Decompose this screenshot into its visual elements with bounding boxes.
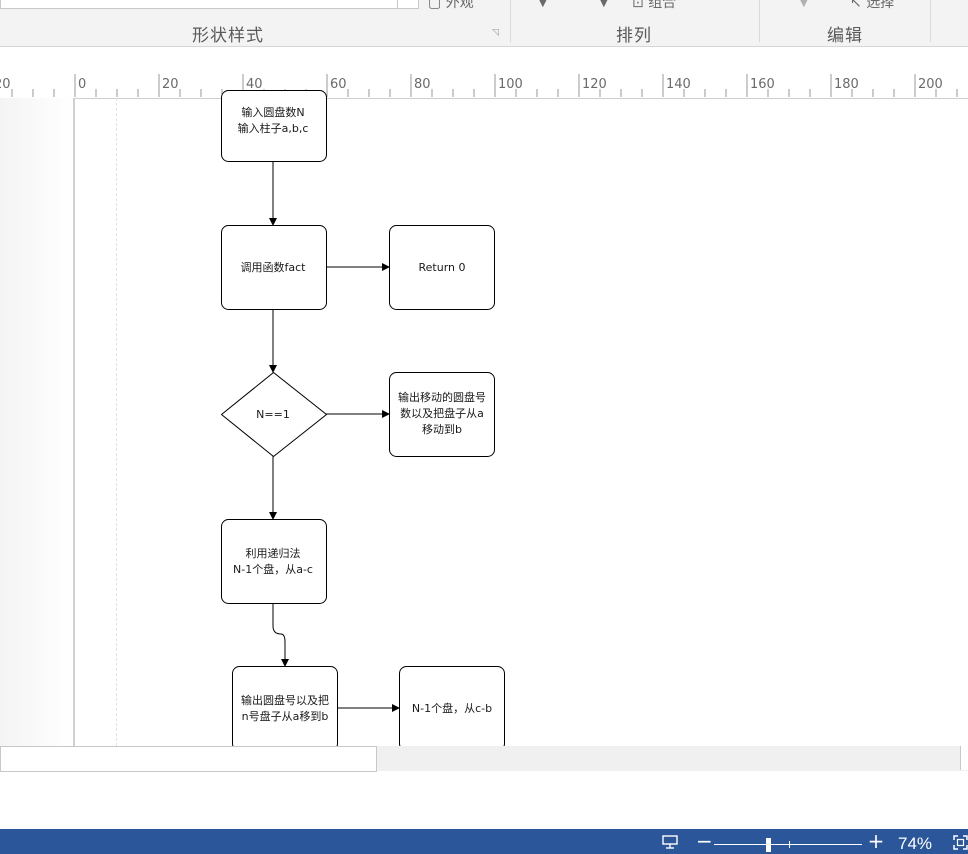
canvas-background — [0, 98, 73, 746]
node-text: 数以及把盘子从a — [400, 406, 484, 420]
shape-style-gallery[interactable] — [0, 0, 419, 9]
ruler-label: 120 — [582, 77, 607, 92]
zoom-in-button[interactable]: + — [867, 829, 885, 853]
group-divider — [930, 0, 931, 42]
node-text: Return 0 — [419, 261, 466, 274]
group-label: 组合 — [648, 0, 677, 11]
flowchart-node-decision[interactable]: N==1 — [220, 371, 328, 458]
ruler-label: 80 — [414, 77, 431, 92]
node-text: n号盘子从a移到b — [242, 709, 329, 723]
ruler-scale: 20020406080100120140160180200 — [0, 74, 958, 97]
ruler-label: 60 — [330, 77, 347, 92]
presentation-mode-icon[interactable] — [662, 835, 678, 849]
chevron-down-icon[interactable]: ▼ — [800, 0, 808, 9]
ribbon: ▢ 外观 ▼ ▼ ⊡ 组合 ▼ ↖ 选择 形状样式 ◹ 排列 编辑 — [0, 0, 968, 47]
scroll-right-button[interactable] — [960, 746, 968, 770]
dialog-launcher-icon[interactable]: ◹ — [492, 28, 499, 38]
fit-page-icon[interactable] — [953, 835, 968, 850]
zoom-out-button[interactable]: − — [696, 829, 713, 853]
ruler-label: 200 — [918, 77, 943, 92]
group-label-edit: 编辑 — [827, 26, 863, 46]
node-text: 调用函数fact — [241, 261, 307, 274]
page-guide-line — [116, 98, 117, 746]
zoom-slider-center-mark — [789, 841, 790, 848]
flowchart-diagram: 输入圆盘数N 输入柱子a,b,c 调用函数fact Return 0 N==1 … — [220, 90, 505, 747]
group-divider — [759, 0, 760, 42]
node-text: N-1个盘，从a-c — [233, 562, 313, 576]
status-bar: − + 74% — [0, 829, 968, 854]
select-button[interactable]: ↖ 选择 — [850, 0, 894, 12]
group-button[interactable]: ⊡ 组合 — [632, 0, 676, 12]
effect-icon: ▢ — [428, 0, 442, 11]
horizontal-ruler: 20020406080100120140160180200 — [0, 74, 968, 99]
ruler-label: 180 — [834, 77, 859, 92]
ruler-label: 20 — [162, 77, 179, 92]
flowchart-node-output-move[interactable]: 输出移动的圆盘号 数以及把盘子从a 移动到b — [389, 372, 495, 457]
group-label-arrange: 排列 — [616, 26, 652, 46]
ruler-label: 40 — [246, 77, 263, 92]
flowchart-node-call[interactable]: 调用函数fact — [221, 225, 327, 310]
group-divider — [510, 0, 511, 42]
ruler-label: 100 — [498, 77, 523, 92]
ruler-label: 0 — [78, 77, 86, 92]
ruler-label: 160 — [750, 77, 775, 92]
horizontal-scroll-thumb[interactable] — [0, 746, 377, 772]
chevron-down-icon[interactable]: ▼ — [539, 0, 547, 9]
node-text: 输入柱子a,b,c — [238, 121, 309, 135]
gallery-scroll-button[interactable] — [397, 0, 418, 8]
node-text: N-1个盘，从c-b — [412, 701, 492, 715]
group-icon: ⊡ — [632, 0, 644, 11]
ruler-label: 20 — [0, 77, 11, 92]
page-edge — [73, 98, 75, 746]
cursor-icon: ↖ — [850, 0, 862, 11]
shape-effect-button[interactable]: ▢ 外观 — [428, 0, 474, 12]
shape-effect-label: 外观 — [445, 0, 474, 11]
zoom-level[interactable]: 74% — [898, 834, 933, 853]
node-text: 移动到b — [422, 423, 462, 436]
node-text: N==1 — [256, 408, 290, 421]
flowchart-node-move-cb[interactable]: N-1个盘，从c-b — [399, 666, 505, 747]
node-text: 利用递归法 — [246, 546, 301, 560]
node-text: 输出圆盘号以及把 — [241, 693, 329, 707]
node-text: 输入圆盘数N — [241, 105, 304, 119]
zoom-slider-thumb[interactable] — [766, 838, 771, 852]
ruler-label: 140 — [666, 77, 691, 92]
node-text: 输出移动的圆盘号 — [398, 390, 486, 404]
chevron-down-icon[interactable]: ▼ — [600, 0, 608, 9]
flowchart-node-recurse[interactable]: 利用递归法 N-1个盘，从a-c — [221, 519, 327, 604]
flowchart-node-output-n[interactable]: 输出圆盘号以及把 n号盘子从a移到b — [232, 666, 338, 747]
flowchart-node-return[interactable]: Return 0 — [389, 225, 495, 310]
group-label-shape-style: 形状样式 — [192, 26, 264, 46]
zoom-slider[interactable] — [714, 844, 862, 845]
connector-recurse-to-output-n[interactable] — [272, 603, 289, 667]
select-label: 选择 — [866, 0, 895, 11]
flowchart-node-input[interactable]: 输入圆盘数N 输入柱子a,b,c — [221, 90, 327, 162]
